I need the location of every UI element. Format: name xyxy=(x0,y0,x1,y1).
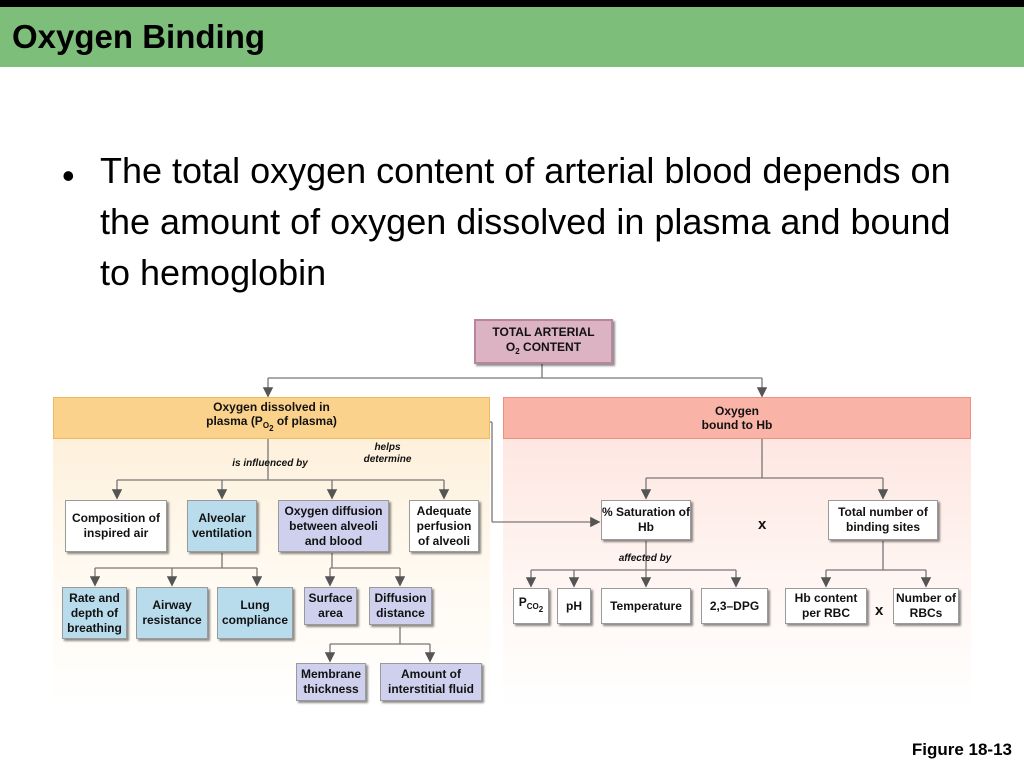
pco2-box: PCO2 xyxy=(513,588,549,624)
membrane-box: Membrane thickness xyxy=(296,663,366,701)
root-o: O xyxy=(505,339,516,354)
diffusion-box: Oxygen diffusion between alveoli and blo… xyxy=(278,500,389,552)
hb-bound-header: Oxygen bound to Hb xyxy=(503,397,971,439)
dpg-box: 2,3–DPG xyxy=(701,588,768,624)
root-content: CONTENT xyxy=(519,339,582,354)
hb-line1: Oxygen xyxy=(714,404,759,418)
saturation-box: % Saturation of Hb xyxy=(601,500,691,540)
pco2-2: 2 xyxy=(538,605,544,614)
affected-label: affected by xyxy=(618,553,672,564)
binding-sites-box: Total number of binding sites xyxy=(828,500,938,540)
dissolved-line2: plasma (P xyxy=(206,414,263,428)
rbc-count-box: Number of RBCs xyxy=(893,588,959,624)
root-sub: 2 xyxy=(515,346,520,356)
root-line1: TOTAL ARTERIAL xyxy=(492,324,595,339)
dissolved-sub: O xyxy=(262,421,270,430)
composition-box: Composition of inspired air xyxy=(65,500,167,552)
interstitial-box: Amount of interstitial fluid xyxy=(380,663,482,701)
ph-box: pH xyxy=(557,588,591,624)
title-bar xyxy=(0,7,1024,67)
hb-content-box: Hb content per RBC xyxy=(785,588,867,624)
dissolved-panel xyxy=(53,397,490,709)
hb-bound-panel xyxy=(503,397,971,709)
rate-box: Rate and depth of breathing xyxy=(62,587,127,639)
distance-box: Diffusion distance xyxy=(369,587,432,625)
figure-label: Figure 18-13 xyxy=(911,740,1012,759)
dissolved-subsub: 2 xyxy=(269,424,274,433)
top-border xyxy=(0,0,1024,7)
dissolved-line2-end: of plasma) xyxy=(273,414,337,428)
slide-title: Oxygen Binding xyxy=(12,18,266,55)
dissolved-line1: Oxygen dissolved in xyxy=(213,400,330,414)
multiply-sign-2: x xyxy=(875,602,884,619)
influenced-label: is influenced by xyxy=(232,458,308,469)
helps-determine-label: helps determine xyxy=(355,442,420,466)
determine-text: determine xyxy=(363,454,412,465)
total-arterial-o2-box: TOTAL ARTERIAL O2 CONTENT xyxy=(474,319,613,364)
alveolar-box: Alveolar ventilation xyxy=(187,500,257,552)
surface-box: Surface area xyxy=(304,587,357,625)
lung-box: Lung compliance xyxy=(217,587,293,639)
airway-box: Airway resistance xyxy=(136,587,208,639)
perfusion-box: Adequate perfusion of alveoli xyxy=(409,500,479,552)
bullet-text: The total oxygen content of arterial blo… xyxy=(100,150,951,293)
multiply-sign-1: x xyxy=(758,516,767,533)
helps-text: helps xyxy=(374,442,401,453)
dissolved-header: Oxygen dissolved in plasma (PO2 of plasm… xyxy=(53,397,490,439)
hb-line2: bound to Hb xyxy=(701,418,773,432)
temperature-box: Temperature xyxy=(601,588,691,624)
bullet-marker: • xyxy=(62,155,75,196)
pco2-co: CO xyxy=(526,602,539,611)
pco2-p: P xyxy=(518,595,527,609)
